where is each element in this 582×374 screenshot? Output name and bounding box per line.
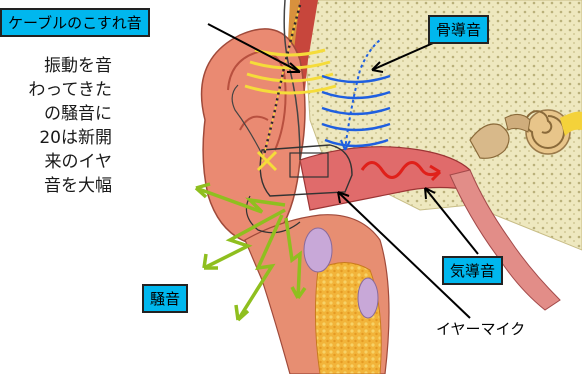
gland <box>304 228 332 272</box>
noise-label: 騒音 <box>142 284 188 313</box>
cable-noise-label: ケーブルのこすれ音 <box>0 8 150 37</box>
ear-mic-label: イヤーマイク <box>436 318 525 339</box>
air-conduction-label: 気導音 <box>442 256 503 285</box>
gland <box>358 278 378 318</box>
auricle <box>202 29 305 243</box>
bone-conduction-label: 骨導音 <box>428 15 489 44</box>
